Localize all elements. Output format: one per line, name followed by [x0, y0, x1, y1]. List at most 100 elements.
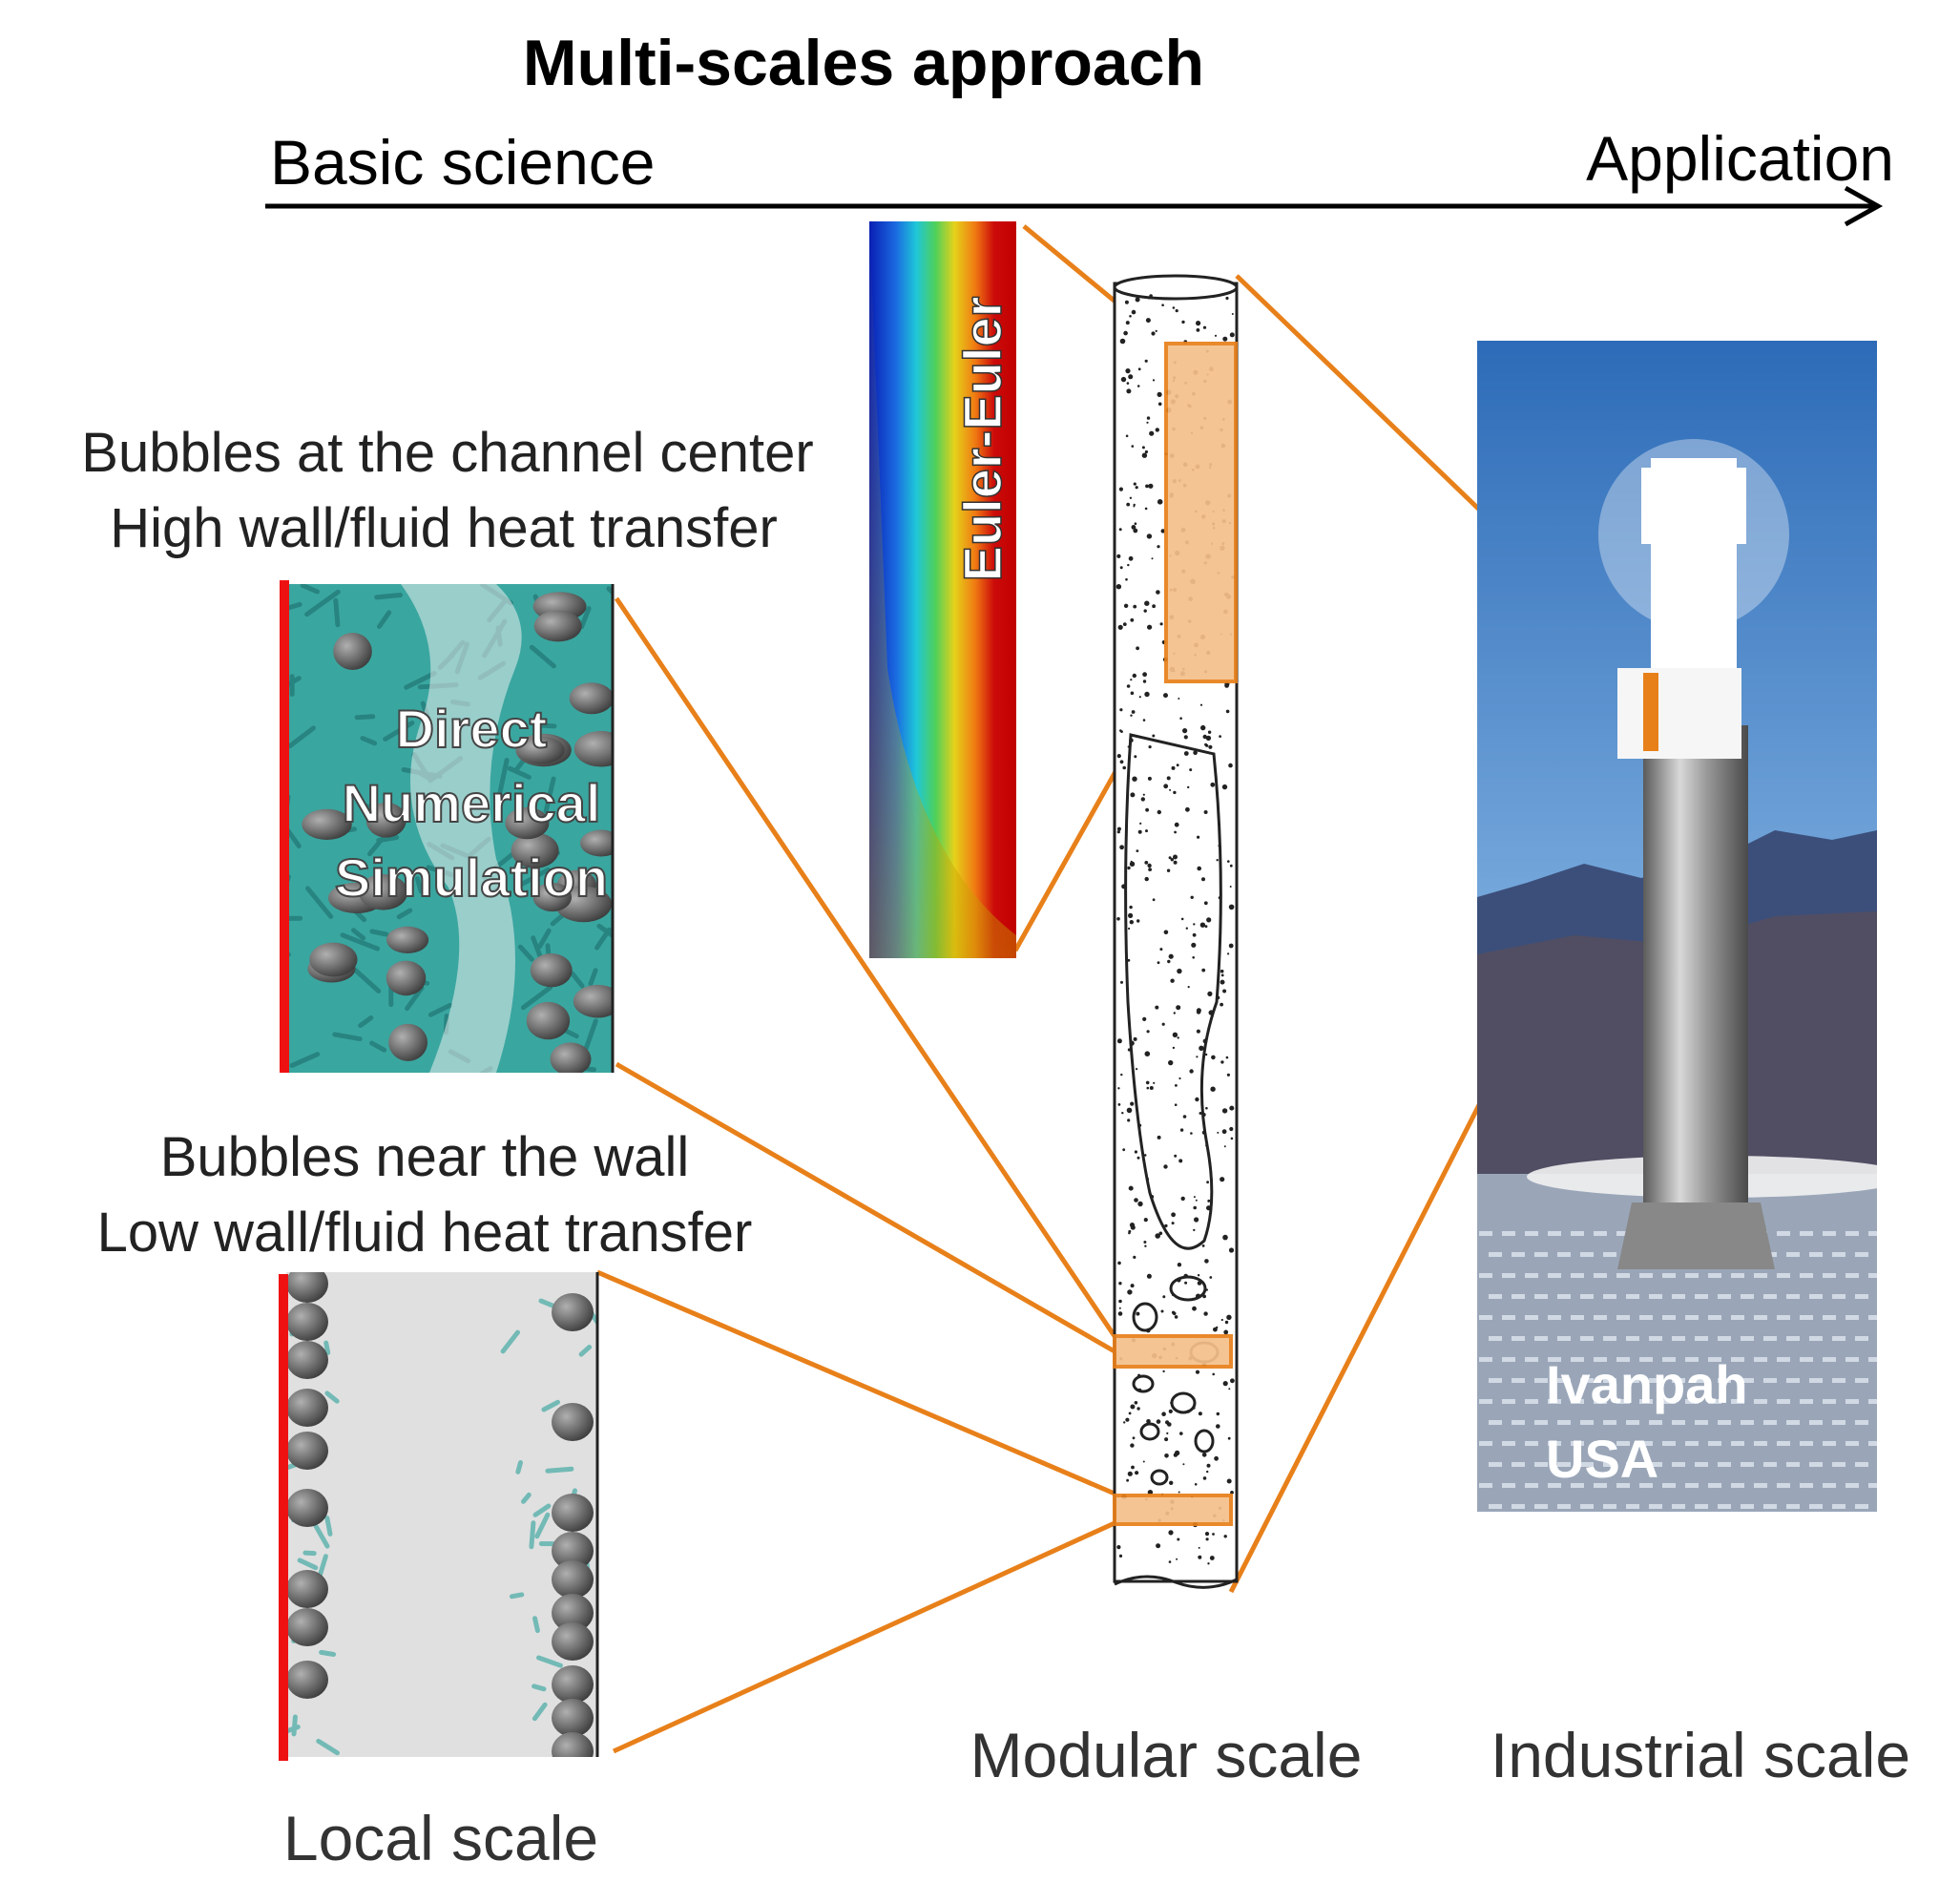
heliostat-mirror [1763, 1294, 1777, 1299]
wall-vortex-streak [500, 1329, 520, 1354]
wall-bubble [552, 1594, 594, 1632]
heliostat-mirror [1695, 1294, 1708, 1299]
wall-bubble [286, 1608, 328, 1646]
tube-particle [1120, 980, 1123, 984]
tube-particle [1168, 1409, 1173, 1413]
tube-particle [1123, 330, 1128, 336]
tube-particle [1156, 1419, 1161, 1424]
wall-bubble [286, 1489, 328, 1527]
heliostat-mirror [1708, 1357, 1721, 1362]
tube-particle [1207, 1562, 1210, 1565]
heliostat-mirror [1616, 1357, 1630, 1362]
tube-particle [1155, 1233, 1160, 1239]
tube-particle [1228, 904, 1235, 910]
dns-panel: Direct Numerical Simulation [280, 580, 615, 1073]
tube-particle [1144, 507, 1148, 511]
tube-particle [1133, 503, 1136, 507]
tube-particle [1127, 866, 1131, 870]
tube-particle [1223, 1535, 1227, 1538]
tube-particle [1124, 300, 1129, 304]
tube-particle [1203, 901, 1208, 906]
heliostat-mirror [1557, 1378, 1571, 1383]
dns-bubble [573, 730, 613, 767]
tube-particle [1165, 1420, 1170, 1425]
tube-particle [1208, 744, 1213, 749]
wall-vortex-streak [536, 1655, 563, 1668]
tube-particle [1226, 1314, 1232, 1321]
tube-particle [1174, 822, 1179, 827]
tube-particle [1229, 886, 1232, 888]
heliostat-mirror [1777, 1273, 1790, 1278]
tube-particle [1224, 683, 1229, 688]
tube-particle [1193, 1205, 1197, 1210]
heliostat-mirror [1616, 1231, 1630, 1236]
wall-vortex-streak [319, 1649, 337, 1657]
heliostat-mirror [1525, 1231, 1538, 1236]
heliostat-mirror [1548, 1441, 1561, 1446]
tube-particle [1119, 708, 1123, 712]
heliostat-mirror [1502, 1273, 1515, 1278]
tube-particle [1161, 303, 1164, 307]
tube-particle [1220, 979, 1225, 985]
heliostat-mirror [1479, 1357, 1492, 1362]
tube-particle [1189, 768, 1193, 772]
dns-vortex-streak [286, 827, 302, 848]
tube-particle [1126, 684, 1131, 688]
wall-bubble [286, 1272, 328, 1303]
heliostat-mirror [1845, 1273, 1859, 1278]
heliostat-mirror [1868, 1357, 1877, 1362]
heliostat-mirror [1731, 1357, 1744, 1362]
tube-particle [1129, 315, 1132, 318]
local-scale-label: Local scale [283, 1803, 598, 1873]
wall-bubble [552, 1494, 594, 1532]
tube-particle [1223, 1145, 1226, 1148]
heliostat-mirror [1626, 1504, 1639, 1509]
tube-particle [1155, 329, 1157, 332]
heliostat-mirror [1639, 1273, 1653, 1278]
tube-particle [1128, 374, 1134, 380]
dns-vortex-streak [529, 644, 556, 669]
tube-particle [1126, 1478, 1129, 1482]
dns-bubble [333, 633, 372, 670]
heliostat-mirror [1845, 1231, 1859, 1236]
tube-particle [1143, 1218, 1148, 1223]
tube-particle [1224, 1320, 1229, 1325]
tube-particle [1168, 856, 1172, 860]
heliostat-mirror [1594, 1357, 1607, 1362]
heliostat-mirror [1594, 1231, 1607, 1236]
tube-particle [1229, 1126, 1234, 1132]
tube-particle [1116, 826, 1121, 831]
tube-particle [1151, 331, 1156, 336]
heliostat-mirror [1809, 1336, 1823, 1341]
dns-vortex-streak [305, 886, 334, 919]
tube-particle [1127, 563, 1130, 567]
tube-particle [1121, 1112, 1124, 1115]
tube-particle [1230, 1137, 1234, 1140]
tube-particle [1152, 379, 1156, 382]
tube-particle [1173, 790, 1177, 795]
tube-particle [1176, 1005, 1181, 1011]
tube-particle [1214, 334, 1218, 337]
heliostat-mirror [1548, 1231, 1561, 1236]
dns-vortex-streak [333, 597, 341, 628]
tube-particle [1134, 1198, 1138, 1202]
tube-particle [1196, 321, 1201, 326]
tube-particle [1142, 672, 1147, 678]
heliostat-mirror [1502, 1399, 1515, 1404]
tube-particle [1192, 932, 1197, 937]
dns-overlay-line3: Simulation [335, 847, 608, 908]
axis-start-label: Basic science [270, 127, 656, 198]
heliostat-mirror [1603, 1336, 1616, 1341]
heliostat-mirror [1855, 1252, 1868, 1257]
tube-particle [1116, 554, 1121, 559]
tube-particle [1131, 1465, 1135, 1470]
tube-particle [1126, 1107, 1133, 1114]
heliostat-mirror [1571, 1357, 1584, 1362]
heliostat-mirror [1557, 1252, 1571, 1257]
wall-vortex-streak [532, 1683, 547, 1692]
heliostat-mirror [1777, 1231, 1790, 1236]
dns-bubble [532, 882, 573, 912]
heliostat-mirror [1708, 1483, 1721, 1488]
tube-particle [1134, 1150, 1137, 1154]
heliostat-mirror [1616, 1441, 1630, 1446]
